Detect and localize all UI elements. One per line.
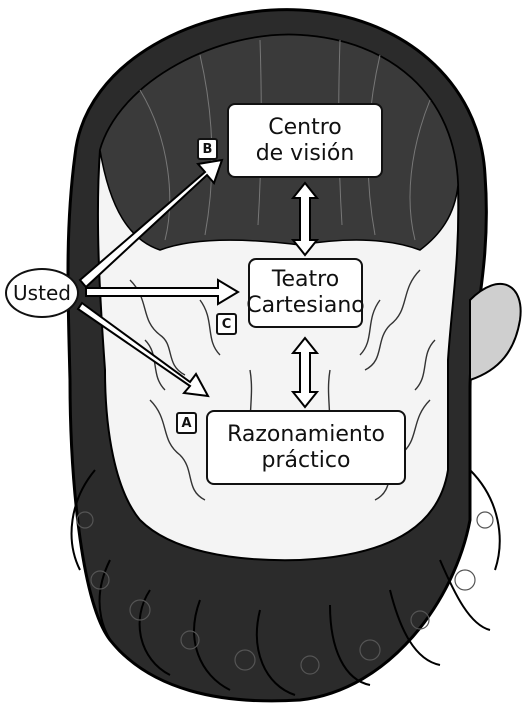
cartesian-theater-box: Teatro Cartesiano (248, 258, 363, 328)
vision-center-box: Centro de visión (227, 103, 383, 178)
tag-a: A (176, 412, 197, 434)
tag-b: B (197, 138, 218, 160)
practical-reasoning-box: Razonamiento práctico (206, 410, 406, 485)
tag-c: C (216, 313, 237, 335)
you-label: Usted (5, 268, 79, 318)
